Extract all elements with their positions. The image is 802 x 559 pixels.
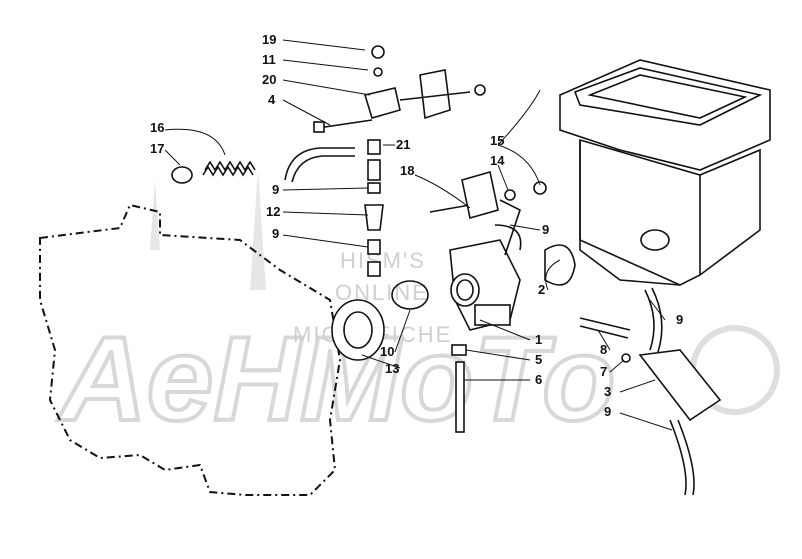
fitting-21: [367, 139, 381, 155]
callout-7: 7: [600, 364, 607, 379]
hose-8: [579, 317, 631, 331]
clamp-10: [391, 280, 429, 310]
callouts: 19 11 20 4 16 17 21 15 14 18 9 9 9 9 9 1…: [150, 32, 683, 419]
carburetor: [449, 199, 522, 331]
air-box: [559, 59, 771, 286]
callout-6: 6: [535, 372, 542, 387]
callout-4: 4: [268, 92, 276, 107]
callout-9-a: 9: [272, 182, 279, 197]
callout-9-e: 9: [604, 404, 611, 419]
callout-9-b: 9: [272, 226, 279, 241]
callout-13: 13: [385, 361, 399, 376]
intake-boot-2: [544, 244, 576, 286]
callout-21: 21: [396, 137, 410, 152]
fuel-filter-12: [364, 204, 384, 231]
leader-lines: [164, 39, 673, 431]
callout-17: 17: [150, 141, 164, 156]
callout-20: 20: [262, 72, 276, 87]
watermark-line-1: HISM'S: [340, 248, 426, 273]
engine-outline: [39, 203, 342, 496]
callout-9-c: 9: [542, 222, 549, 237]
callout-8: 8: [600, 342, 607, 357]
fuel-pump-3: [638, 349, 722, 422]
callout-18: 18: [400, 163, 414, 178]
callout-12: 12: [266, 204, 280, 219]
bolt-18: [429, 204, 471, 213]
callout-9-d: 9: [676, 312, 683, 327]
callout-15: 15: [490, 133, 504, 148]
throttle-bracket: [313, 45, 486, 133]
callout-14: 14: [490, 153, 505, 168]
spring-and-clamp: [171, 160, 256, 184]
part-6: [455, 361, 465, 433]
bracket-18: [461, 170, 499, 220]
watermark-spire-icon: [150, 170, 266, 290]
callout-16: 16: [150, 120, 164, 135]
fuel-hose-upper: [284, 147, 355, 181]
callout-19: 19: [262, 32, 276, 47]
intake-manifold-13: [331, 299, 385, 361]
callout-3: 3: [604, 384, 611, 399]
callout-2: 2: [538, 282, 545, 297]
part-5: [451, 344, 467, 356]
callout-10: 10: [380, 344, 394, 359]
callout-5: 5: [535, 352, 542, 367]
callout-11: 11: [262, 52, 276, 67]
callout-1: 1: [535, 332, 542, 347]
